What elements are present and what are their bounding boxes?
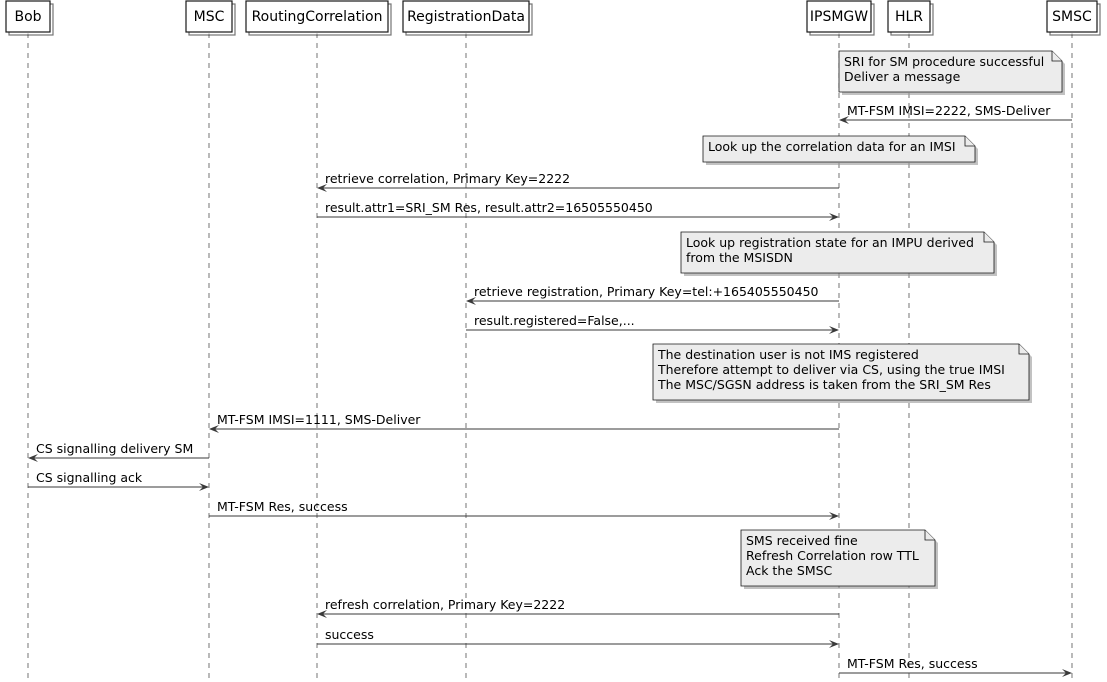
note-line: Refresh Correlation row TTL [746,548,919,563]
message-label: success [325,627,374,642]
participant-registration: RegistrationData [402,0,533,36]
note-line: Deliver a message [844,69,961,84]
arrow-head-icon [829,640,839,648]
message-label: CS signalling delivery SM [36,441,193,456]
message-label: result.attr1=SRI_SM Res, result.attr2=16… [325,200,653,215]
message-msc-to-ipsmgw: MT-FSM Res, success [209,499,839,520]
participant-label: HLR [895,9,923,25]
arrow-head-icon [209,425,219,433]
note-line: The destination user is not IMS register… [657,347,919,362]
message-label: MT-FSM Res, success [847,656,978,671]
arrow-head-icon [829,326,839,334]
arrow-head-icon [1062,669,1072,677]
arrow-head-icon [466,297,476,305]
arrow-head-icon [839,116,849,124]
note-line: The MSC/SGSN address is taken from the S… [657,377,991,392]
note: The destination user is not IMS register… [652,343,1032,403]
participant-smsc: SMSC [1046,0,1101,36]
message-label: MT-FSM IMSI=1111, SMS-Deliver [217,412,421,427]
participant-msc: MSC [185,0,236,36]
note: Look up registration state for an IMPU d… [680,231,997,276]
participant-hlr: HLR [887,0,934,36]
note-line: Look up registration state for an IMPU d… [686,235,974,250]
note-line: Look up the correlation data for an IMSI [708,139,956,154]
arrow-head-icon [317,610,327,618]
message-routing-to-ipsmgw: result.attr1=SRI_SM Res, result.attr2=16… [317,200,839,221]
note: Look up the correlation data for an IMSI [702,135,978,165]
note-line: from the MSISDN [686,250,793,265]
participant-label: RoutingCorrelation [252,9,383,25]
message-registration-to-ipsmgw: result.registered=False,... [466,313,839,334]
arrow-head-icon [28,454,38,462]
message-ipsmgw-to-routing: refresh correlation, Primary Key=2222 [317,597,839,618]
message-bob-to-msc: CS signalling ack [28,470,209,491]
message-smsc-to-ipsmgw: MT-FSM IMSI=2222, SMS-Deliver [839,103,1072,124]
participant-boxes: Bob MSC RoutingCorrelation RegistrationData… [5,0,1101,36]
participant-label: Bob [14,9,41,25]
message-ipsmgw-to-msc: MT-FSM IMSI=1111, SMS-Deliver [209,412,839,433]
message-msc-to-bob: CS signalling delivery SM [28,441,209,462]
participant-label: SMSC [1052,9,1092,25]
message-ipsmgw-to-registration: retrieve registration, Primary Key=tel:+… [466,284,839,305]
message-label: refresh correlation, Primary Key=2222 [325,597,565,612]
participant-ipsmgw: IPSMGW [806,0,875,36]
message-label: MT-FSM Res, success [217,499,348,514]
message-label: result.registered=False,... [474,313,635,328]
message-label: retrieve correlation, Primary Key=2222 [325,171,570,186]
arrow-head-icon [317,184,327,192]
message-label: retrieve registration, Primary Key=tel:+… [474,284,819,299]
note-line: SMS received fine [746,533,858,548]
participant-bob: Bob [5,0,54,36]
note-line: Therefore attempt to deliver via CS, usi… [657,362,1005,377]
arrow-head-icon [199,483,209,491]
message-routing-to-ipsmgw: success [317,627,839,648]
messages: MT-FSM IMSI=2222, SMS-Deliver retrieve co… [28,103,1072,677]
participant-label: MSC [194,9,225,25]
participant-label: IPSMGW [810,9,868,25]
message-label: CS signalling ack [36,470,143,485]
message-ipsmgw-to-smsc: MT-FSM Res, success [839,656,1072,677]
note-line: Ack the SMSC [746,563,833,578]
message-ipsmgw-to-routing: retrieve correlation, Primary Key=2222 [317,171,839,192]
arrow-head-icon [829,213,839,221]
arrow-head-icon [829,512,839,520]
participant-label: RegistrationData [407,9,525,25]
note-line: SRI for SM procedure successful [844,54,1044,69]
message-label: MT-FSM IMSI=2222, SMS-Deliver [847,103,1051,118]
participant-routing: RoutingCorrelation [245,0,392,36]
